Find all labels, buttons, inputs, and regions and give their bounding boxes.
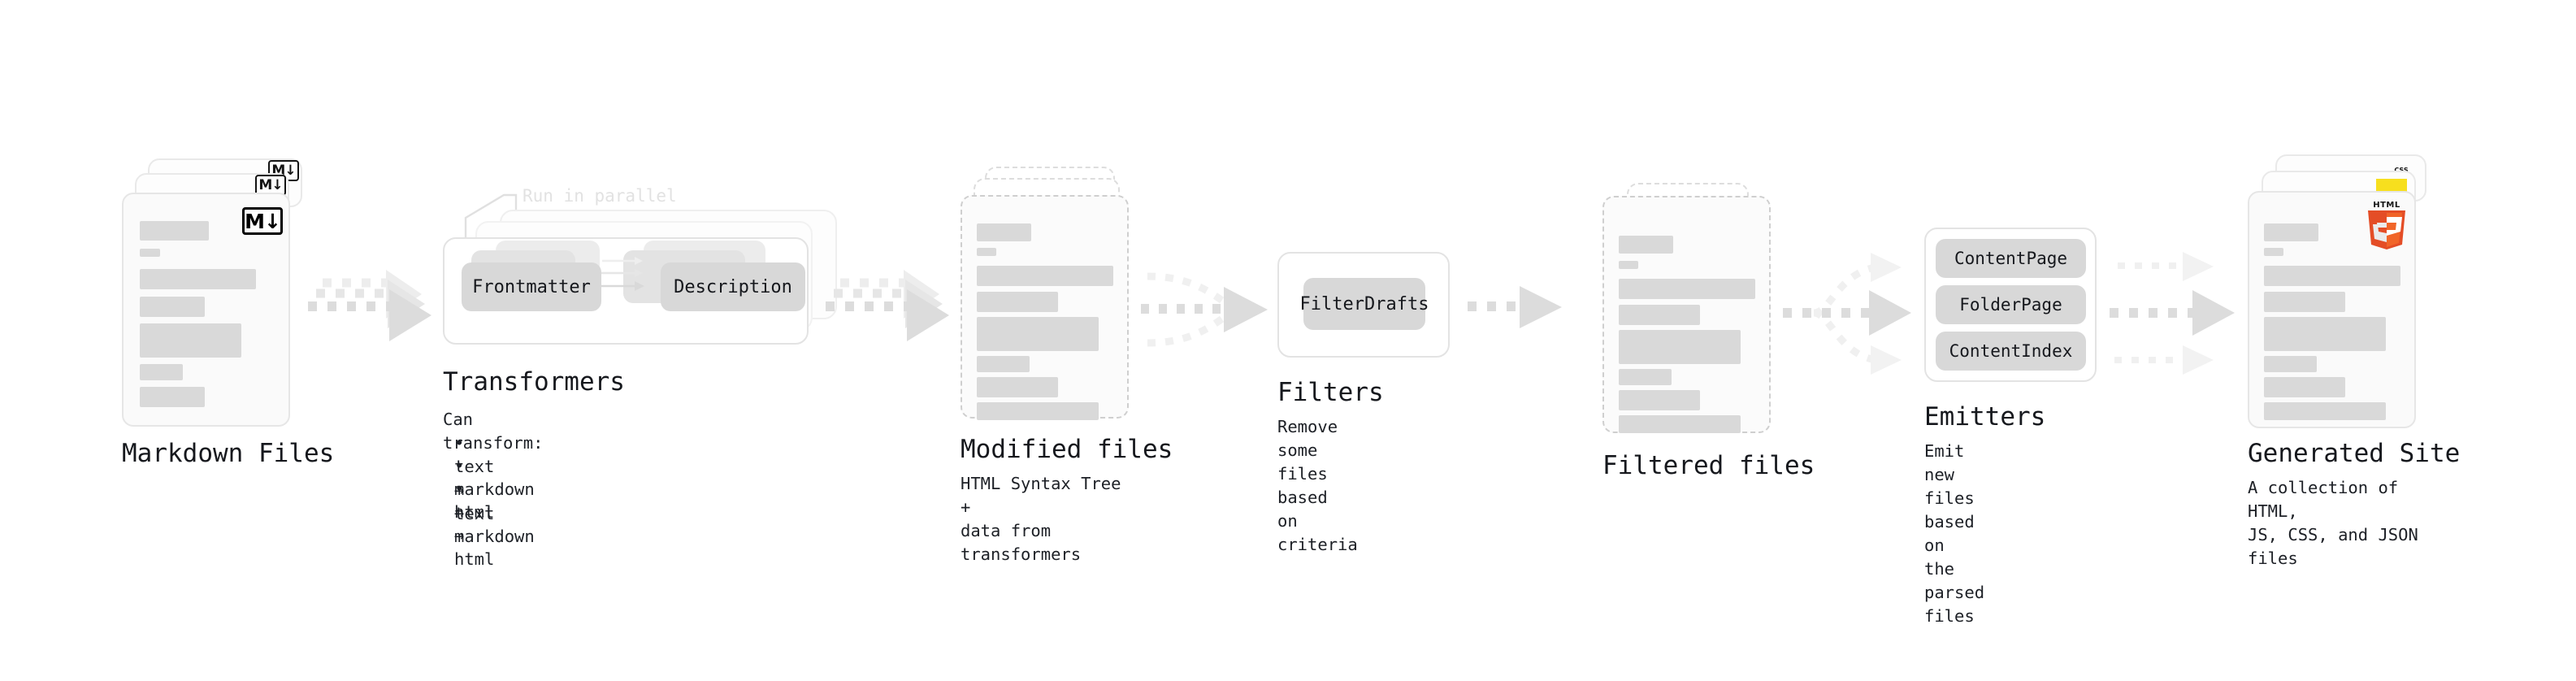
modified-card-front [961,195,1129,420]
skeleton-line [1619,390,1700,410]
skeleton-line [1619,369,1672,385]
markdown-file-stack: M↓ M↓ M↓ [122,158,309,427]
emitters-pill-contentindex[interactable]: ContentIndex [1936,332,2086,371]
transformer-inner-arrows [596,257,644,291]
skeleton-line [1619,305,1700,325]
stage-title-modified-files: Modified files [961,435,1173,464]
arrow-transformers-to-modified [826,270,949,341]
stage-title-filtered-files: Filtered files [1602,451,1815,480]
markdown-badge-mid: M↓ [255,175,286,196]
emitters-pill-folderpage[interactable]: FolderPage [1936,285,2086,324]
stage-markdown-files: M↓ M↓ M↓ Markdown Files [122,158,334,468]
filters-pill-filterdrafts[interactable]: FilterDrafts [1300,278,1429,330]
skeleton-line [2264,356,2317,372]
generated-site-stack: CSS HTML [2248,154,2435,431]
stage-filtered-files: Filtered files [1602,183,1815,480]
transformers-bullet-2: • markdown → markdown [454,456,535,546]
filtered-file-stack [1602,183,1781,443]
skeleton-line [977,266,1113,286]
skeleton-line [2264,402,2386,420]
skeleton-line [140,249,160,257]
skeleton-line [1619,330,1741,364]
transformers-subtitle: Can transform: [443,410,544,453]
skeleton-line [140,221,209,241]
skeleton-line [140,269,256,289]
skeleton-line [977,248,996,256]
stage-modified-files: Modified files HTML Syntax Tree + data f… [961,167,1173,564]
emitters-subtitle: Emit new files based on the parsed files [1924,441,1985,626]
svg-text:HTML: HTML [2373,201,2400,210]
generated-site-subtitle: A collection of HTML, JS, CSS, and JSON … [2248,478,2418,568]
skeleton-line [1619,415,1741,433]
skeleton-line [2264,248,2283,256]
filtered-card-front [1602,196,1771,433]
arrow-filters-to-filtered [1468,286,1562,328]
emitters-pill-contentpage[interactable]: ContentPage [1936,239,2086,278]
generated-card-front [2248,191,2416,428]
skeleton-line [2264,266,2400,286]
skeleton-line [977,223,1031,241]
filters-subtitle: Remove some files based on criteria [1277,417,1358,554]
transformers-bullet-3: • html → html [454,479,495,569]
transformer-pill-description[interactable]: Description [661,262,805,311]
skeleton-line [977,402,1099,420]
skeleton-line [140,387,205,407]
transformer-pill-frontmatter[interactable]: Frontmatter [462,262,601,311]
html5-icon: HTML [2368,201,2405,249]
skeleton-line [977,292,1058,312]
skeleton-line [1619,261,1638,269]
modified-files-subtitle: HTML Syntax Tree + data from transformer… [961,474,1121,564]
stage-title-emitters: Emitters [1924,402,2046,432]
arrow-filtered-to-emitters [1783,253,1911,375]
skeleton-line [140,297,205,317]
skeleton-line [977,356,1030,372]
skeleton-line [140,364,183,380]
skeleton-line [140,323,241,358]
parallel-bracket [464,193,518,237]
stage-title-transformers: Transformers [443,367,625,397]
skeleton-line [977,317,1099,351]
arrow-modified-to-filters [1141,272,1268,347]
arrow-markdown-to-transformers [308,270,432,341]
stage-generated-site: CSS HTML [2248,154,2460,568]
skeleton-line [977,377,1058,397]
stage-title-markdown-files: Markdown Files [122,439,335,468]
stage-title-generated-site: Generated Site [2248,439,2461,468]
skeleton-line [1619,279,1755,299]
skeleton-line [1619,236,1673,254]
skeleton-line [2264,223,2318,241]
markdown-badge-front: M↓ [242,207,283,235]
arrow-emitters-to-site [2110,252,2235,375]
run-in-parallel-label: Run in parallel [523,186,677,206]
stage-title-filters: Filters [1277,378,1384,407]
skeleton-line [2264,317,2386,351]
svg-text:CSS: CSS [2394,167,2408,174]
skeleton-line [2264,292,2345,312]
skeleton-line [2264,377,2345,397]
transformers-bullet-1: • text → text [454,433,495,523]
modified-file-stack [961,167,1139,435]
